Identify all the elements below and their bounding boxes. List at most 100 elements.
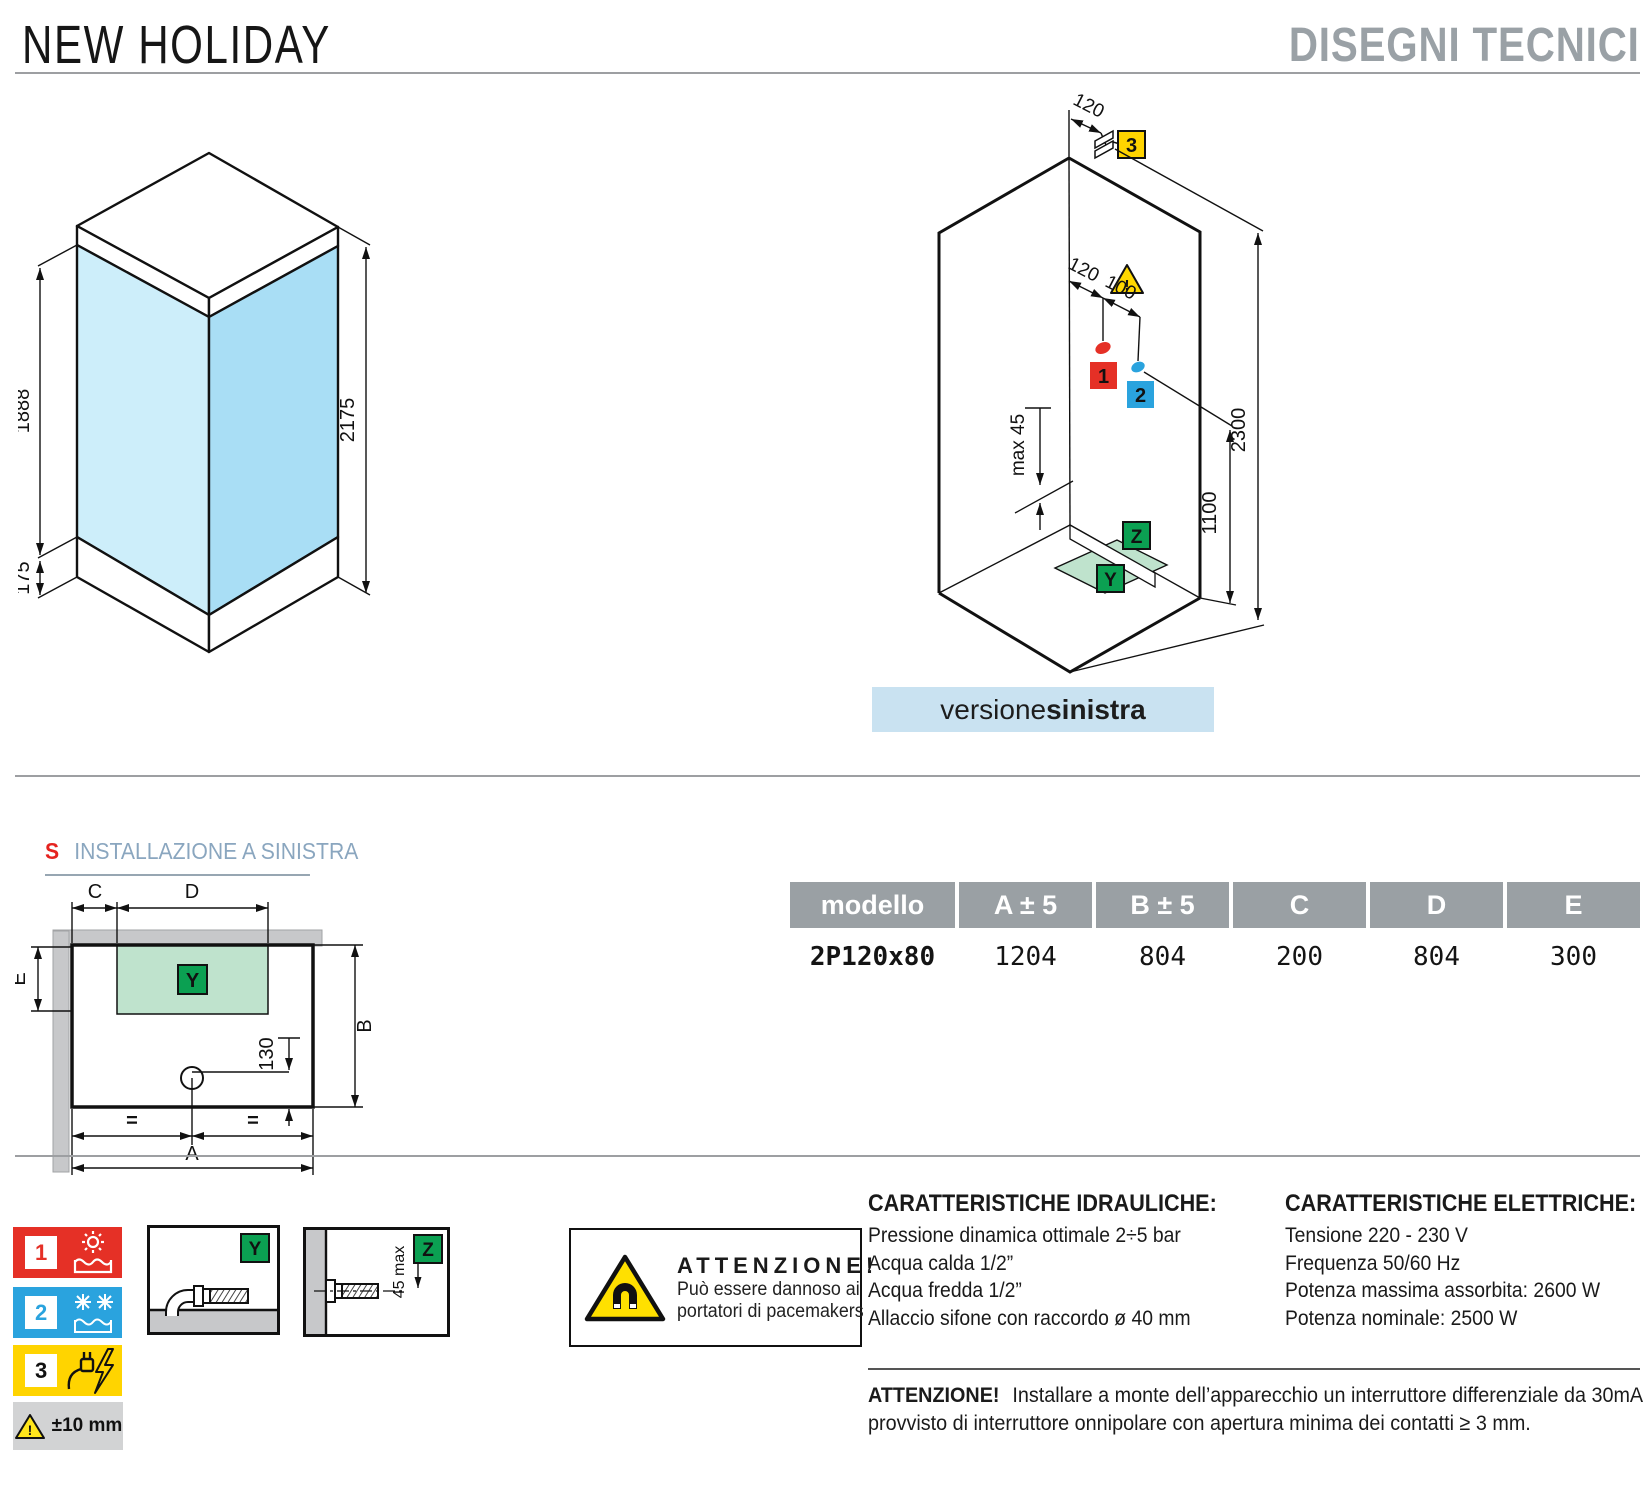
dim-tray-height-label: 175 (18, 561, 34, 594)
dim-supply-height-label: 2300 (1228, 408, 1250, 453)
cold-water-point (1131, 361, 1145, 373)
installation-warning-title: ATTENZIONE! (868, 1383, 1000, 1407)
pacemaker-warning-line1: Può essere dannoso ai (677, 1278, 860, 1300)
section-title-technical-drawings: DISEGNI TECNICI (1289, 19, 1640, 72)
legend-cold-water: 2 (13, 1287, 122, 1338)
model-name: 2P120x80 (809, 942, 936, 972)
channel-line (1014, 480, 1074, 514)
plan-drawing: Y C D E B (15, 881, 376, 1175)
table-header-e: E (1507, 882, 1640, 928)
detail-y-badge: Y (240, 1233, 270, 1263)
hot-water-icon (74, 1230, 113, 1273)
version-caption-side: sinistra (1046, 693, 1146, 725)
legend-cold-number: 2 (25, 1296, 58, 1329)
value-a: 1204 (994, 942, 1057, 972)
tolerance-warning-icon: ! (14, 1414, 45, 1439)
dim-2300-lines (1069, 148, 1265, 673)
plan-equal-right: = (247, 1110, 259, 1132)
cabin-isometric-drawing: 1888 175 2175 (18, 151, 371, 654)
plan-dim-c-label: C (88, 881, 102, 903)
electric-line-voltage: Tensione 220 - 230 V (1285, 1223, 1468, 1247)
header-divider (15, 72, 1640, 74)
plan-dim-cd-lines (71, 902, 269, 943)
dim-max45-lines (1025, 407, 1051, 530)
table-header-row: modello A ± 5 B ± 5 C D E (790, 882, 1640, 928)
plan-marker-y-badge: Y (177, 964, 208, 995)
hydraulic-line-cold: Acqua fredda 1/2” (868, 1278, 1022, 1302)
plan-dim-a-lines (71, 1109, 314, 1175)
legend-power-number: 3 (25, 1354, 58, 1387)
table-header-b: B ± 5 (1096, 882, 1229, 928)
plan-wall-left (52, 930, 70, 1173)
dim-max45-label: max 45 (1008, 414, 1029, 476)
plan-dim-d-label: D (185, 881, 199, 903)
cold-water-icon (74, 1293, 114, 1333)
marker-power-badge: 3 (1117, 130, 1146, 159)
electric-line-max-power: Potenza massima assorbita: 2600 W (1285, 1278, 1601, 1302)
dim-supply-offsets-lines (1068, 280, 1141, 362)
pacemaker-warning-box: ATTENZIONE! Può essere dannoso ai portat… (569, 1228, 873, 1347)
hydraulic-line-hot: Acqua calda 1/2” (868, 1250, 1014, 1275)
svg-text:Y: Y (1104, 570, 1117, 591)
hot-water-point (1095, 341, 1111, 355)
svg-text:Z: Z (422, 1240, 434, 1261)
section-divider-1 (15, 775, 1640, 777)
plan-dim-e-label: E (15, 972, 30, 985)
hydraulic-line-pressure: Pressione dinamica ottimale 2÷5 bar (868, 1223, 1181, 1247)
plan-dim-a-label: A (185, 1143, 199, 1165)
table-header-model: modello (790, 882, 955, 928)
svg-text:2: 2 (1135, 385, 1146, 407)
magnet-warning-icon (584, 1254, 666, 1321)
detail-z-dim-label: 45 max (391, 1246, 408, 1298)
warning-triangle-icon: ! (1110, 264, 1144, 294)
wall-drain-connection-drawing: 45 max Z (306, 1230, 443, 1334)
hydraulic-title: CARATTERISTICHE IDRAULICHE: (868, 1190, 1217, 1217)
hydraulic-specs: CARATTERISTICHE IDRAULICHE: Pressione di… (868, 1190, 1288, 1332)
legend-hot-number: 1 (25, 1236, 58, 1269)
plan-side-text: INSTALLAZIONE A SINISTRA (74, 838, 359, 864)
version-caption-prefix: versione (940, 693, 1047, 725)
detail-y-box: Y (147, 1225, 280, 1335)
plan-dim-b-lines (313, 944, 363, 1108)
legend-tolerance: ! ±10 mm (13, 1402, 123, 1450)
section-divider-2 (15, 1155, 1640, 1157)
marker-y-badge: Y (1096, 564, 1125, 593)
floor-drain-connection-drawing: Y (150, 1233, 277, 1332)
pacemaker-warning-title: ATTENZIONE! (677, 1252, 879, 1278)
electric-title: CARATTERISTICHE ELETTRICHE: (1285, 1190, 1637, 1217)
legend-power: 3 (13, 1345, 122, 1396)
table-header-a: A ± 5 (959, 882, 1092, 928)
room-isometric-drawing: max 45 120 3 ! 120 100 (937, 90, 1265, 674)
electric-line-frequency: Frequenza 50/60 Hz (1285, 1250, 1461, 1275)
detail-z-badge: Z (413, 1234, 443, 1264)
dim-drain-height-label: 1100 (1199, 491, 1221, 534)
room-right-wall (1069, 158, 1200, 598)
version-caption: versione sinistra (872, 687, 1214, 732)
dim-total-height-label: 2175 (337, 398, 359, 443)
table-row: 2P120x80 1204 804 200 804 300 (790, 942, 1640, 972)
plan-dim-130-lines (191, 1037, 300, 1145)
plan-dim-drain-label: 130 (256, 1037, 278, 1070)
table-header-d: D (1370, 882, 1503, 928)
plan-dim-e-lines (31, 946, 72, 1012)
plan-equal-left: = (126, 1110, 138, 1132)
marker-hot-badge: 1 (1090, 362, 1117, 389)
svg-text:1: 1 (1098, 366, 1109, 388)
plan-side-letter: S (45, 838, 60, 864)
dim-1100-lines (1143, 371, 1237, 606)
footer-divider (868, 1368, 1640, 1370)
svg-text:!: ! (27, 1422, 32, 1438)
value-e: 300 (1550, 942, 1597, 972)
dim-2175-lines (337, 226, 371, 596)
wall-channel (1069, 523, 1156, 589)
value-b: 804 (1139, 942, 1186, 972)
svg-text:!: ! (1125, 277, 1130, 294)
power-plug-icon (67, 1347, 115, 1394)
installation-warning: ATTENZIONE! Installare a monte dell’appa… (868, 1382, 1645, 1437)
svg-text:Y: Y (186, 970, 200, 992)
plan-section-title: S INSTALLAZIONE A SINISTRA (45, 838, 358, 876)
tolerance-value: ±10 mm (51, 1415, 123, 1436)
svg-text:Y: Y (249, 1239, 262, 1260)
marker-z-badge: Z (1122, 521, 1151, 550)
